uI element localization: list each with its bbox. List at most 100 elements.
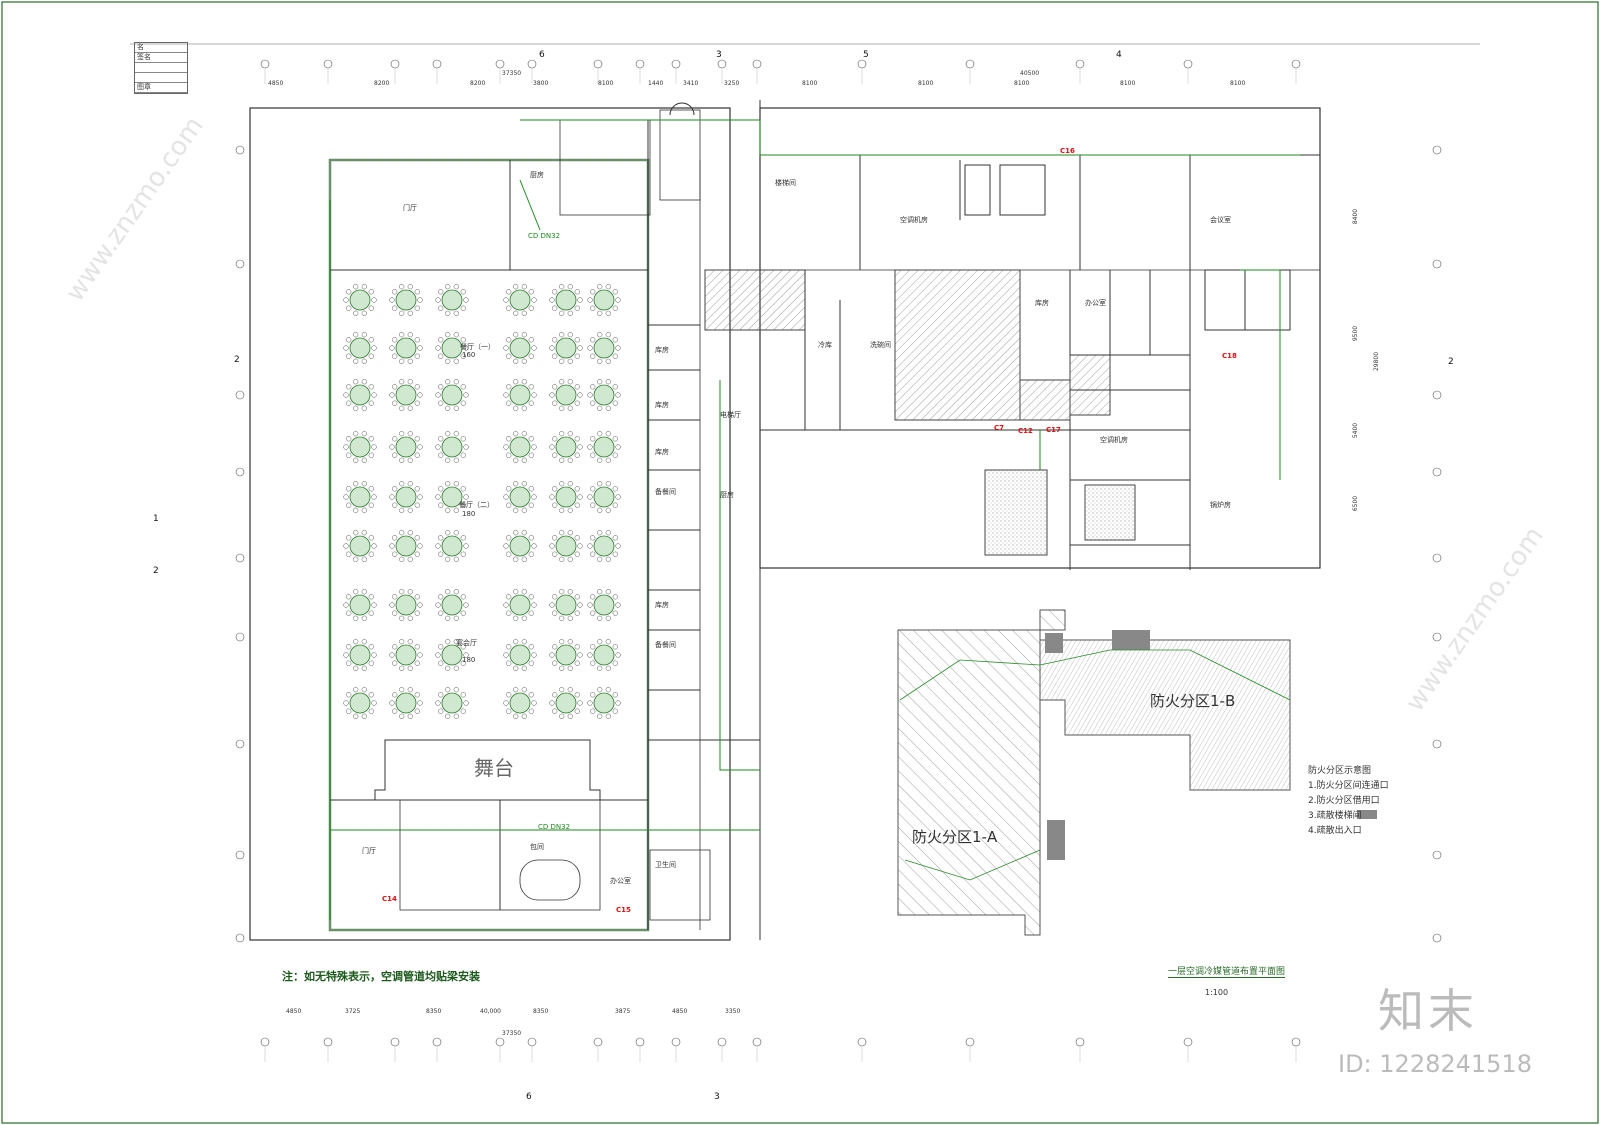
axis-bubble bbox=[717, 59, 727, 69]
dining-table bbox=[435, 332, 469, 364]
dining-table bbox=[435, 589, 469, 621]
axis-label: 3 bbox=[714, 1092, 720, 1102]
room-label: 库房 bbox=[655, 601, 669, 609]
room-label: 空调机房 bbox=[900, 216, 928, 224]
dining-table bbox=[549, 431, 583, 463]
dining-table bbox=[389, 589, 423, 621]
room-label: 库房 bbox=[655, 346, 669, 354]
dim-label: 8350 bbox=[426, 1008, 442, 1015]
axis-bubble bbox=[635, 1037, 645, 1047]
dining-table bbox=[389, 481, 423, 513]
room-label: 洗碗间 bbox=[870, 341, 891, 349]
room-label: 办公室 bbox=[610, 877, 631, 885]
dim-label: 8200 bbox=[374, 80, 390, 87]
dim-label: 4850 bbox=[286, 1008, 302, 1015]
legend-item: 4.疏散出入口 bbox=[1308, 826, 1362, 836]
room-area: 180 bbox=[462, 510, 476, 518]
axis-bubble bbox=[1291, 59, 1301, 69]
axis-bubble bbox=[235, 632, 245, 642]
dim-label: 8100 bbox=[802, 80, 818, 87]
axis-bubble bbox=[323, 1037, 333, 1047]
axis-bubble bbox=[593, 1037, 603, 1047]
dining-table bbox=[389, 687, 423, 719]
dining-table bbox=[435, 687, 469, 719]
room-label: 包间 bbox=[530, 843, 544, 851]
dim-label: 8400 bbox=[1352, 208, 1360, 225]
title-block-row: 签名 bbox=[135, 53, 187, 63]
zone-label-b: 防火分区1-B bbox=[1150, 692, 1236, 710]
dining-table bbox=[587, 431, 621, 463]
axis-bubble bbox=[965, 59, 975, 69]
dim-label: 5400 bbox=[1352, 422, 1360, 439]
room-label: 卫生间 bbox=[655, 861, 676, 869]
refrigerant-pipes bbox=[329, 119, 1300, 920]
axis-bubble bbox=[593, 59, 603, 69]
axis-bubble bbox=[1432, 553, 1442, 563]
dining-table bbox=[343, 639, 377, 671]
dim-label: 8350 bbox=[533, 1008, 549, 1015]
dim-label: 4850 bbox=[268, 80, 284, 87]
axis-bubble bbox=[857, 1037, 867, 1047]
axis-bubble bbox=[635, 59, 645, 69]
axis-bubble bbox=[671, 59, 681, 69]
legend-item: 3.疏散楼梯间 bbox=[1308, 811, 1362, 821]
axis-bubble bbox=[717, 1037, 727, 1047]
dining-table bbox=[549, 687, 583, 719]
dining-table bbox=[549, 530, 583, 562]
dining-table bbox=[549, 379, 583, 411]
axis-bubble bbox=[1183, 1037, 1193, 1047]
room-label: 备餐间 bbox=[655, 641, 676, 649]
legend-item: 2.防火分区借用口 bbox=[1308, 796, 1380, 806]
axis-label: 6 bbox=[526, 1092, 532, 1102]
room-label: 电梯厅 bbox=[720, 411, 741, 419]
axis-bubble bbox=[495, 1037, 505, 1047]
room-label: 库房 bbox=[655, 401, 669, 409]
drawing-note: 注：如无特殊表示，空调管道均贴梁安装 bbox=[282, 970, 480, 983]
dining-table bbox=[503, 530, 537, 562]
room-label: 餐厅（一） bbox=[460, 343, 495, 351]
axis-bubble bbox=[1432, 259, 1442, 269]
dim-label: 3875 bbox=[615, 1008, 631, 1015]
dining-table bbox=[343, 379, 377, 411]
axis-bubble bbox=[965, 1037, 975, 1047]
dim-label: 1440 bbox=[648, 80, 664, 87]
equipment-tag: C15 bbox=[616, 906, 631, 914]
dining-table bbox=[389, 431, 423, 463]
dim-label: 3410 bbox=[683, 80, 699, 87]
room-label: 门厅 bbox=[362, 847, 376, 855]
dining-table bbox=[587, 481, 621, 513]
dining-table bbox=[587, 530, 621, 562]
dining-table bbox=[503, 687, 537, 719]
axis-label: 4 bbox=[1116, 50, 1122, 60]
dining-table bbox=[343, 284, 377, 316]
room-label: 餐厅（二） bbox=[459, 501, 494, 509]
dining-table bbox=[343, 687, 377, 719]
drawing-title: 一层空调冷媒管道布置平面图 bbox=[1168, 964, 1286, 978]
dining-table bbox=[343, 431, 377, 463]
room-label: 冷库 bbox=[818, 341, 832, 349]
dining-table bbox=[435, 530, 469, 562]
room-label: 库房 bbox=[1035, 299, 1049, 307]
dim-total: 40500 bbox=[1020, 70, 1040, 77]
axis-label: 3 bbox=[716, 50, 722, 60]
axis-bubble bbox=[390, 1037, 400, 1047]
dining-table bbox=[587, 589, 621, 621]
axis-bubble bbox=[235, 467, 245, 477]
axis-label: 2 bbox=[234, 355, 240, 365]
dining-table bbox=[587, 332, 621, 364]
axis-bubble bbox=[1432, 933, 1442, 943]
dining-table bbox=[503, 379, 537, 411]
room-label: 办公室 bbox=[1085, 299, 1106, 307]
fire-zone-diagram bbox=[897, 609, 1291, 936]
axis-bubble bbox=[495, 59, 505, 69]
axis-bubble bbox=[527, 1037, 537, 1047]
room-label: 锅炉房 bbox=[1210, 501, 1231, 509]
dining-table bbox=[389, 639, 423, 671]
equipment-tag: C12 bbox=[1018, 427, 1033, 435]
right-building bbox=[704, 107, 1321, 570]
axis-bubble bbox=[1432, 145, 1442, 155]
dining-table bbox=[503, 481, 537, 513]
dining-table bbox=[587, 284, 621, 316]
